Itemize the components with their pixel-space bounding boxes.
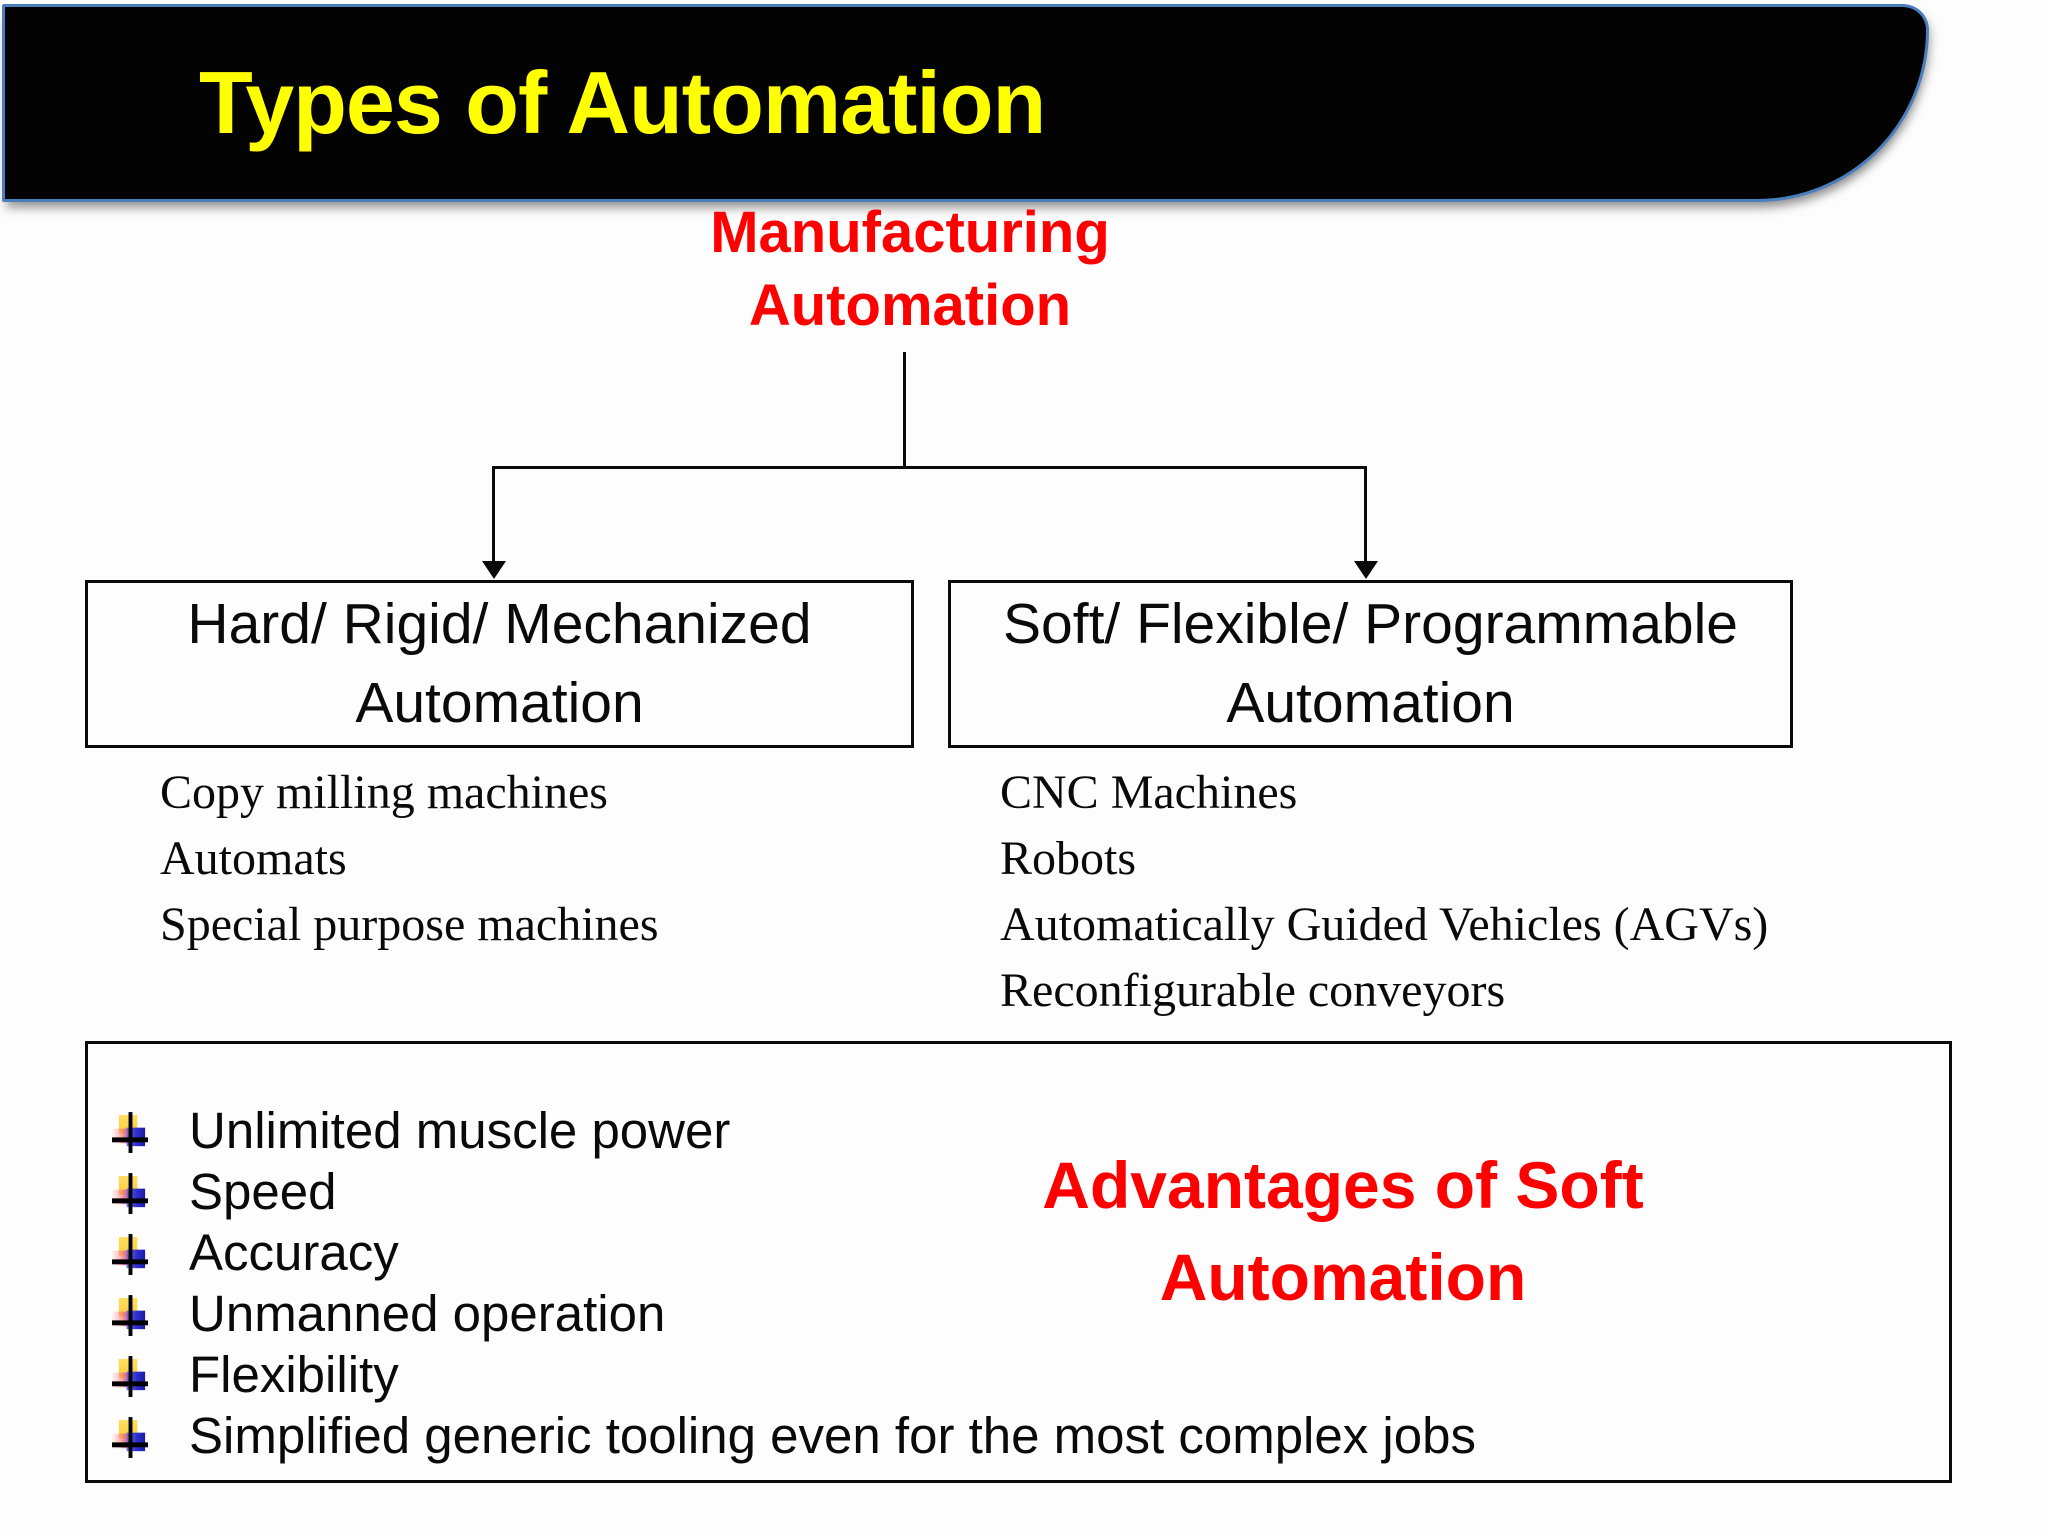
list-item: Unmanned operation bbox=[112, 1283, 1476, 1344]
advantage-label: Speed bbox=[189, 1163, 337, 1220]
tricolor-plus-bullet-icon bbox=[112, 1112, 149, 1153]
example-item: Copy milling machines bbox=[160, 766, 608, 819]
page-title: Types of Automation bbox=[199, 53, 1046, 152]
hard-automation-box: Hard/ Rigid/ Mechanized Automation bbox=[85, 580, 914, 748]
soft-automation-box: Soft/ Flexible/ Programmable Automation bbox=[948, 580, 1793, 748]
list-item: Accuracy bbox=[112, 1222, 1476, 1283]
example-item: Automats bbox=[160, 832, 347, 885]
example-item: Automatically Guided Vehicles (AGVs) bbox=[1000, 898, 1769, 951]
tricolor-plus-bullet-icon bbox=[112, 1234, 149, 1275]
list-item: Flexibility bbox=[112, 1344, 1476, 1405]
advantage-label: Unmanned operation bbox=[189, 1285, 666, 1342]
arrowhead-right-icon bbox=[1354, 561, 1378, 579]
connector-stem-line bbox=[903, 352, 906, 468]
tricolor-plus-bullet-icon bbox=[112, 1417, 149, 1458]
tricolor-plus-bullet-icon bbox=[112, 1295, 149, 1336]
advantage-label: Simplified generic tooling even for the … bbox=[189, 1407, 1476, 1464]
connector-right-drop-line bbox=[1364, 466, 1367, 562]
example-item: CNC Machines bbox=[1000, 766, 1298, 819]
advantage-label: Unlimited muscle power bbox=[189, 1102, 731, 1159]
tricolor-plus-bullet-icon bbox=[112, 1173, 149, 1214]
connector-left-drop-line bbox=[492, 466, 495, 562]
list-item: Speed bbox=[112, 1161, 1476, 1222]
connector-horizontal-line bbox=[492, 466, 1367, 469]
tricolor-plus-bullet-icon bbox=[112, 1356, 149, 1397]
example-item: Special purpose machines bbox=[160, 898, 659, 951]
example-item: Reconfigurable conveyors bbox=[1000, 964, 1506, 1017]
advantage-label: Accuracy bbox=[189, 1224, 399, 1281]
header-bar: Types of Automation bbox=[2, 4, 1929, 202]
advantages-bullet-list: Unlimited muscle power Speed bbox=[112, 1100, 1476, 1466]
list-item: Simplified generic tooling even for the … bbox=[112, 1405, 1476, 1466]
root-node-label: Manufacturing Automation bbox=[710, 200, 1110, 338]
example-item: Robots bbox=[1000, 832, 1137, 885]
advantages-heading: Advantages of Soft Automation bbox=[1042, 1148, 1644, 1314]
advantage-label: Flexibility bbox=[189, 1346, 399, 1403]
list-item: Unlimited muscle power bbox=[112, 1100, 1476, 1161]
hard-automation-examples: Copy milling machines Automats Special p… bbox=[160, 760, 659, 958]
arrowhead-left-icon bbox=[482, 561, 506, 579]
advantages-box: Unlimited muscle power Speed bbox=[85, 1041, 1952, 1483]
soft-automation-examples: CNC Machines Robots Automatically Guided… bbox=[1000, 760, 1768, 1024]
